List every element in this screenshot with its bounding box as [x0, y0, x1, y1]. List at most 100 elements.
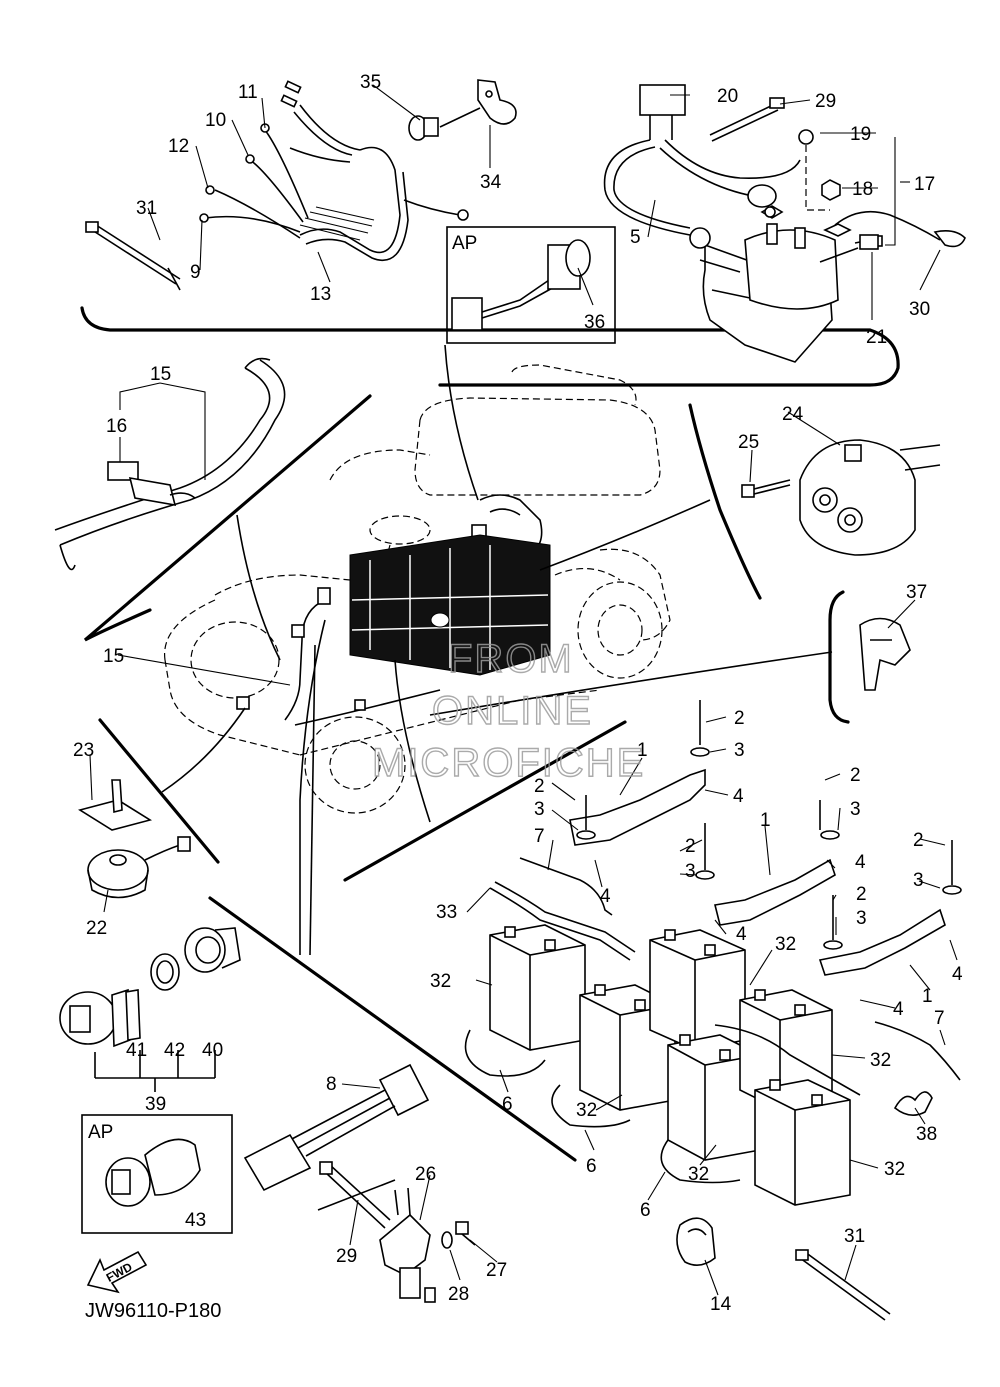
bracket-15 [54, 357, 286, 571]
callout-11: 11 [238, 82, 258, 103]
callout-1-c: 1 [922, 986, 933, 1007]
clip-37 [859, 617, 911, 691]
callout-33: 33 [436, 902, 457, 923]
callout-25: 25 [738, 432, 759, 453]
vehicle-outline [164, 364, 671, 814]
callout-14: 14 [710, 1294, 732, 1315]
callout-32-a: 32 [775, 934, 796, 955]
callout-4-d: 4 [736, 924, 747, 945]
bracket-39 [94, 1050, 216, 1092]
callout-31-lower: 31 [844, 1226, 865, 1247]
callout-18: 18 [852, 179, 873, 200]
callout-19: 19 [850, 124, 871, 145]
cable-tie-31 [85, 221, 181, 291]
callout-7-a: 7 [534, 826, 545, 847]
callout-15: 15 [103, 646, 124, 667]
drawing-code: JW96110-P180 [85, 1300, 221, 1322]
callout-42: 42 [164, 1040, 185, 1061]
callout-43: 43 [185, 1210, 206, 1231]
callout-3-f: 3 [856, 908, 867, 929]
callout-15-top: 15 [150, 364, 171, 385]
screw-27 [455, 1221, 476, 1246]
callout-4-e: 4 [952, 964, 963, 985]
callout-1-b: 1 [760, 810, 771, 831]
callout-10: 10 [205, 110, 226, 131]
callout-32-e: 32 [688, 1164, 709, 1185]
cover-40 [184, 927, 241, 973]
callout-6-a: 6 [502, 1094, 513, 1115]
bolt-35 [408, 107, 481, 141]
callout-29-lower: 29 [336, 1246, 357, 1267]
ap-label-bottom: AP [88, 1122, 113, 1143]
cable-tie-31-lower [795, 1249, 891, 1321]
cap-24 [799, 439, 941, 556]
callout-32-b: 32 [430, 971, 451, 992]
ap-box-36 [446, 226, 616, 344]
callout-29: 29 [815, 91, 836, 112]
callout-37: 37 [906, 582, 927, 603]
callout-13: 13 [310, 284, 331, 305]
callout-21: 21 [866, 327, 887, 348]
callout-3-c: 3 [850, 799, 861, 820]
callout-2-e: 2 [913, 830, 924, 851]
callout-28: 28 [448, 1284, 469, 1305]
callout-2-c: 2 [850, 765, 861, 786]
callout-26: 26 [415, 1164, 436, 1185]
callout-labels: 35 34 11 10 12 31 9 13 20 29 19 18 17 5 … [73, 72, 963, 1322]
leader-lines [89, 84, 958, 1296]
callout-20: 20 [717, 86, 738, 107]
watermark: FROM ONLINE MICROFICHE [371, 636, 645, 785]
callout-4-c: 4 [600, 886, 611, 907]
callout-12: 12 [168, 136, 189, 157]
callout-1-a: 1 [637, 740, 648, 761]
cable-tie-29-lower [317, 1161, 396, 1229]
callout-6-b: 6 [586, 1156, 597, 1177]
main-switch-41 [59, 988, 141, 1048]
callout-7-b: 7 [934, 1008, 945, 1029]
clamp-14 [676, 1217, 716, 1266]
bracket-23 [78, 779, 152, 831]
ap-box-43 [81, 1114, 233, 1234]
nut-42 [150, 953, 180, 991]
callout-9: 9 [190, 262, 201, 283]
callout-32-c: 32 [870, 1050, 891, 1071]
battery-brackets [569, 700, 962, 976]
callout-3-b: 3 [534, 799, 545, 820]
callout-3-d: 3 [685, 861, 696, 882]
callout-17: 17 [914, 174, 935, 195]
callout-22: 22 [86, 918, 107, 939]
washer-28 [441, 1231, 453, 1249]
ap-label-top: AP [452, 233, 477, 254]
battery-bank [464, 857, 961, 1206]
section-dividers [80, 306, 900, 1162]
svg-text:FROM: FROM [448, 637, 574, 681]
callout-32-d: 32 [576, 1100, 597, 1121]
callout-4-f: 4 [893, 999, 904, 1020]
callout-3-e: 3 [913, 870, 924, 891]
callout-23: 23 [73, 740, 94, 761]
switch-26 [379, 1187, 436, 1303]
callout-3-a: 3 [734, 740, 745, 761]
callout-39: 39 [145, 1094, 166, 1115]
callout-4-b: 4 [855, 852, 866, 873]
callout-24: 24 [782, 404, 804, 425]
callout-2-f: 2 [856, 884, 867, 905]
callout-16: 16 [106, 416, 127, 437]
callout-2-b: 2 [534, 776, 545, 797]
relay-assembly-17 [603, 84, 966, 363]
fwd-arrow [86, 1250, 148, 1294]
callout-30: 30 [909, 299, 930, 320]
callout-31: 31 [136, 198, 157, 219]
callout-38: 38 [916, 1124, 937, 1145]
callout-35: 35 [360, 72, 381, 93]
callout-34: 34 [480, 172, 502, 193]
callout-2-a: 2 [734, 708, 745, 729]
screw-25 [741, 479, 791, 498]
callout-4-a: 4 [733, 786, 744, 807]
callout-5: 5 [630, 227, 641, 248]
callout-6-c: 6 [640, 1200, 651, 1221]
wire-harness-13 [199, 80, 469, 262]
svg-text:MICROFICHE: MICROFICHE [372, 741, 645, 785]
callout-36: 36 [584, 312, 605, 333]
